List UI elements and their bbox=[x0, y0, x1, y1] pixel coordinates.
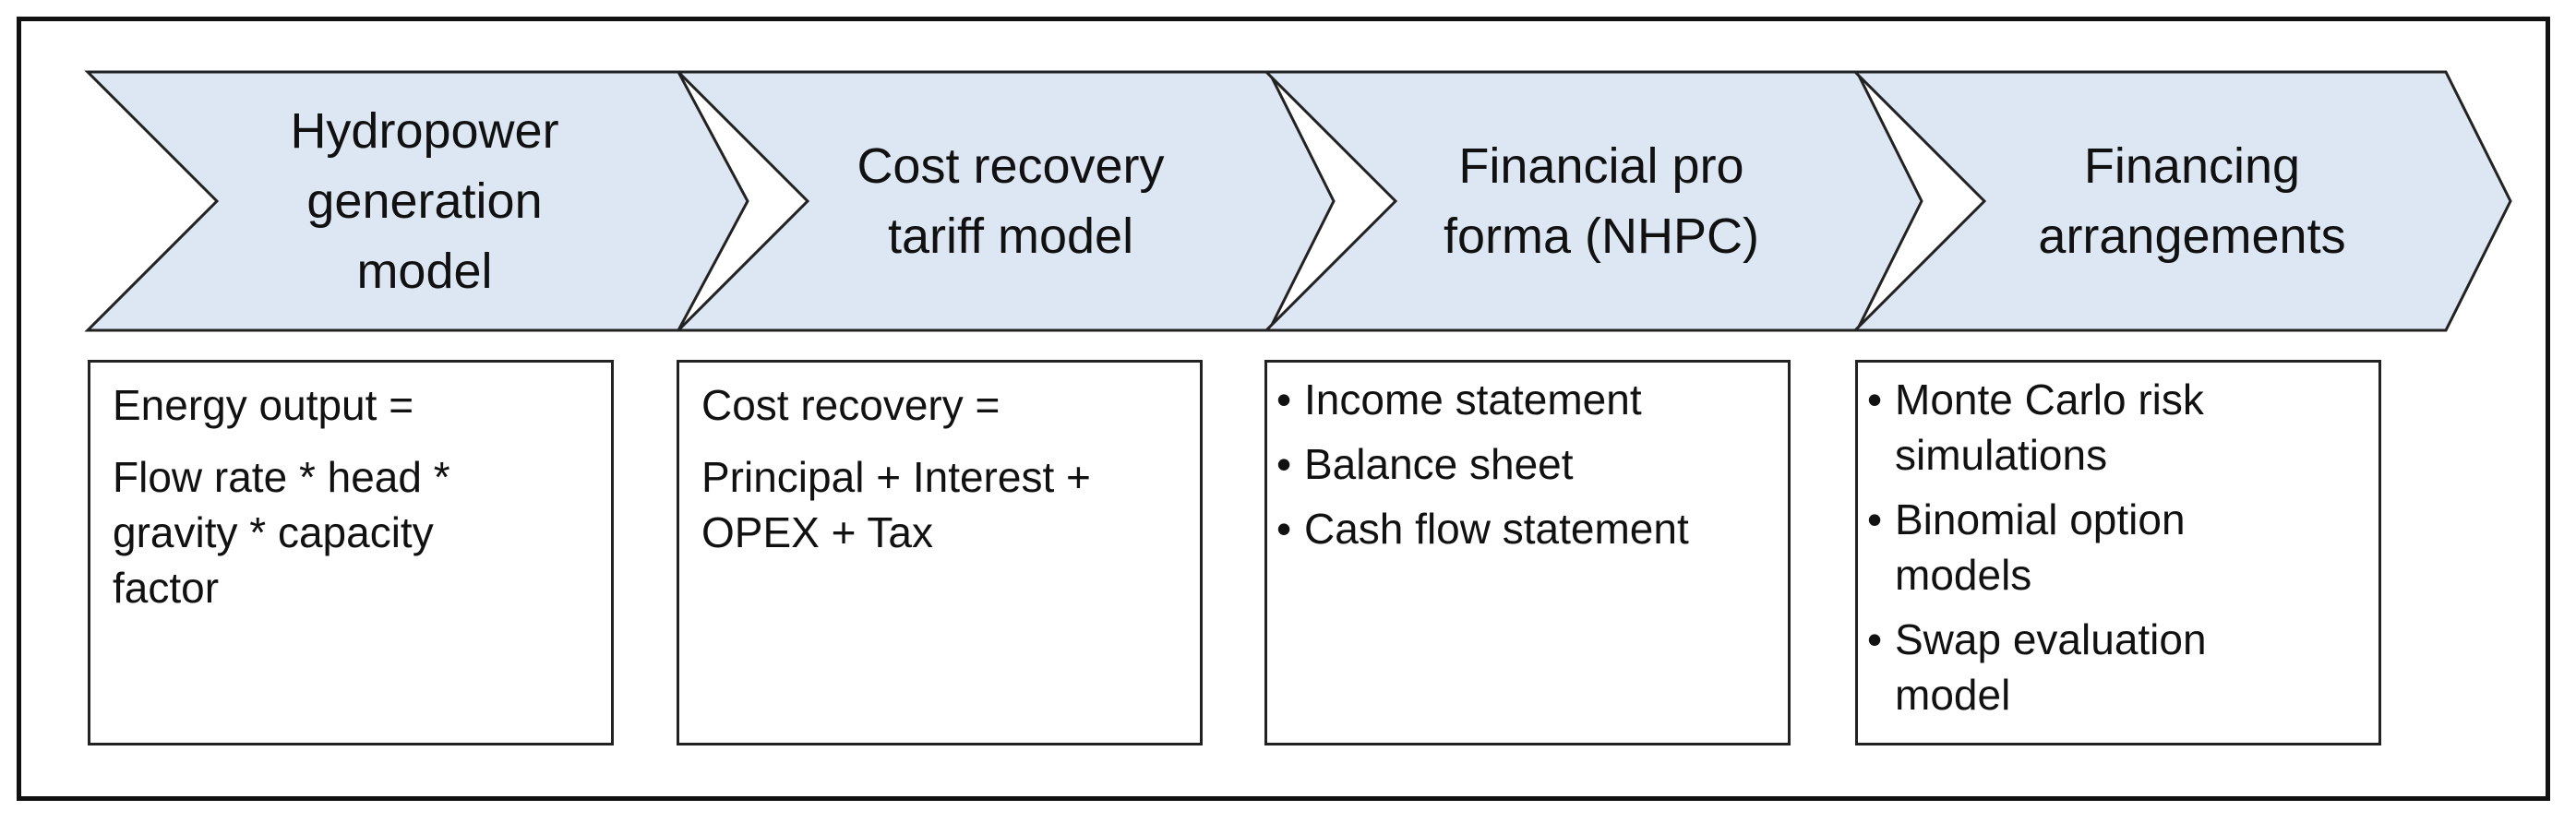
list-item: •Income statement bbox=[1276, 376, 1642, 423]
chevron-label-1: Hydropower generation model bbox=[290, 103, 559, 299]
chevron-label-4: Financing arrangements bbox=[2038, 138, 2346, 264]
list-item: •Balance sheet bbox=[1276, 440, 1574, 488]
chevron-label-2: Cost recovery tariff model bbox=[857, 138, 1165, 264]
bullet-box-financial-statements: •Income statement •Balance sheet •Cash f… bbox=[1264, 360, 1791, 745]
formula-expression: Principal + Interest + OPEX + Tax bbox=[701, 453, 1091, 556]
formula-name: Energy output = bbox=[113, 381, 414, 429]
formula-box-energy-output: Energy output = Flow rate * head * gravi… bbox=[88, 360, 614, 745]
formula-name: Cost recovery = bbox=[701, 381, 1000, 429]
list-item: •Swap evaluation model bbox=[1867, 615, 2207, 719]
chevron-step-4 bbox=[1851, 70, 2512, 332]
list-item: •Monte Carlo risk simulations bbox=[1867, 376, 2204, 479]
list-item: •Cash flow statement bbox=[1276, 505, 1689, 553]
chevron-label-3: Financial pro forma (NHPC) bbox=[1443, 138, 1759, 264]
bullet-box-financing-analysis: •Monte Carlo risk simulations •Binomial … bbox=[1855, 360, 2381, 745]
formula-expression: Flow rate * head * gravity * capacity fa… bbox=[113, 453, 450, 612]
list-item: •Binomial option models bbox=[1867, 495, 2186, 599]
formula-box-cost-recovery: Cost recovery = Principal + Interest + O… bbox=[677, 360, 1203, 745]
